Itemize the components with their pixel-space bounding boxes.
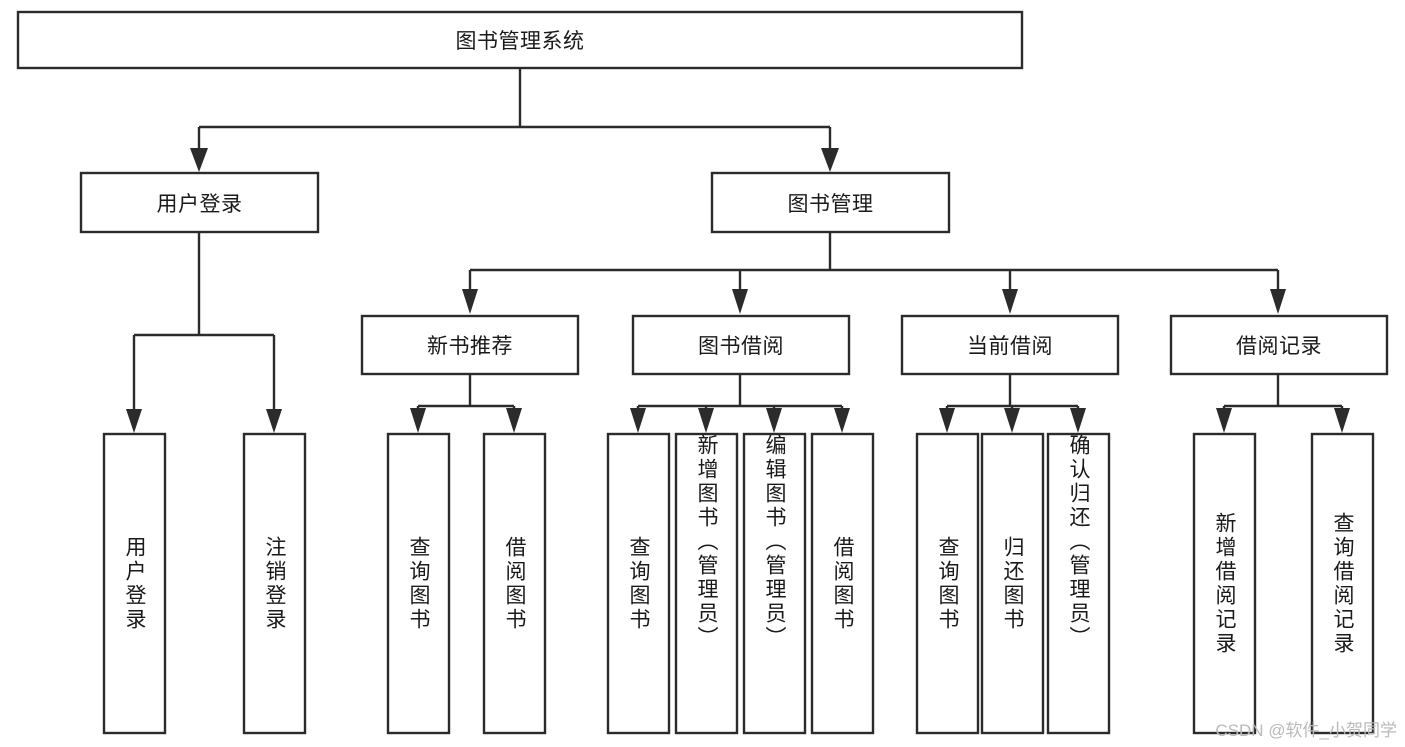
arrow-head-new-book-recommend xyxy=(462,289,478,314)
arrow-head-leaf-add-record xyxy=(1216,408,1232,433)
arrow-head-leaf-query-book-1 xyxy=(410,408,426,433)
arrow-head-current-borrow xyxy=(1002,289,1018,314)
arrow-head-leaf-query-record xyxy=(1334,408,1350,433)
node-box-new-book-recommend[interactable] xyxy=(360,314,580,376)
node-box-leaf-query-book-3[interactable] xyxy=(915,432,980,735)
arrow-head-leaf-query-book-2 xyxy=(630,408,646,433)
arrow-head-leaf-logout-login xyxy=(266,409,282,433)
node-box-leaf-query-book-1[interactable] xyxy=(386,432,451,735)
arrow-head-leaf-edit-book xyxy=(766,408,782,433)
arrow-head-book-borrow xyxy=(732,289,748,314)
arrow-head-leaf-borrow-book-1 xyxy=(506,408,522,433)
node-box-user-login[interactable] xyxy=(79,171,320,234)
arrow-head-leaf-user-login xyxy=(126,409,142,433)
node-box-book-borrow[interactable] xyxy=(631,314,851,376)
arrow-head-leaf-confirm-return xyxy=(1070,408,1086,433)
arrow-head-borrow-record xyxy=(1270,289,1286,314)
node-box-leaf-query-record[interactable] xyxy=(1310,432,1375,735)
node-box-leaf-logout-login[interactable] xyxy=(242,432,307,735)
node-box-leaf-return-book[interactable] xyxy=(980,432,1045,735)
arrow-head-leaf-query-book-3 xyxy=(939,408,955,433)
node-box-book-manage[interactable] xyxy=(710,171,951,234)
node-box-borrow-record[interactable] xyxy=(1169,314,1389,376)
node-box-leaf-add-book[interactable] xyxy=(674,432,739,735)
node-box-leaf-user-login[interactable] xyxy=(102,432,167,735)
node-box-leaf-confirm-return[interactable] xyxy=(1046,432,1111,735)
node-box-root[interactable] xyxy=(16,10,1024,70)
node-box-leaf-borrow-book-2[interactable] xyxy=(810,432,875,735)
node-box-leaf-edit-book[interactable] xyxy=(742,432,807,735)
node-box-leaf-borrow-book-1[interactable] xyxy=(482,432,547,735)
arrow-head-leaf-borrow-book-2 xyxy=(834,408,850,433)
arrow-head-leaf-add-book xyxy=(698,408,714,433)
arrow-head-user-login xyxy=(190,148,208,172)
arrow-head-leaf-return-book xyxy=(1004,408,1020,433)
node-box-leaf-add-record[interactable] xyxy=(1192,432,1257,735)
node-box-current-borrow[interactable] xyxy=(900,314,1120,376)
arrow-head-book-manage xyxy=(821,148,839,172)
node-box-leaf-query-book-2[interactable] xyxy=(606,432,671,735)
